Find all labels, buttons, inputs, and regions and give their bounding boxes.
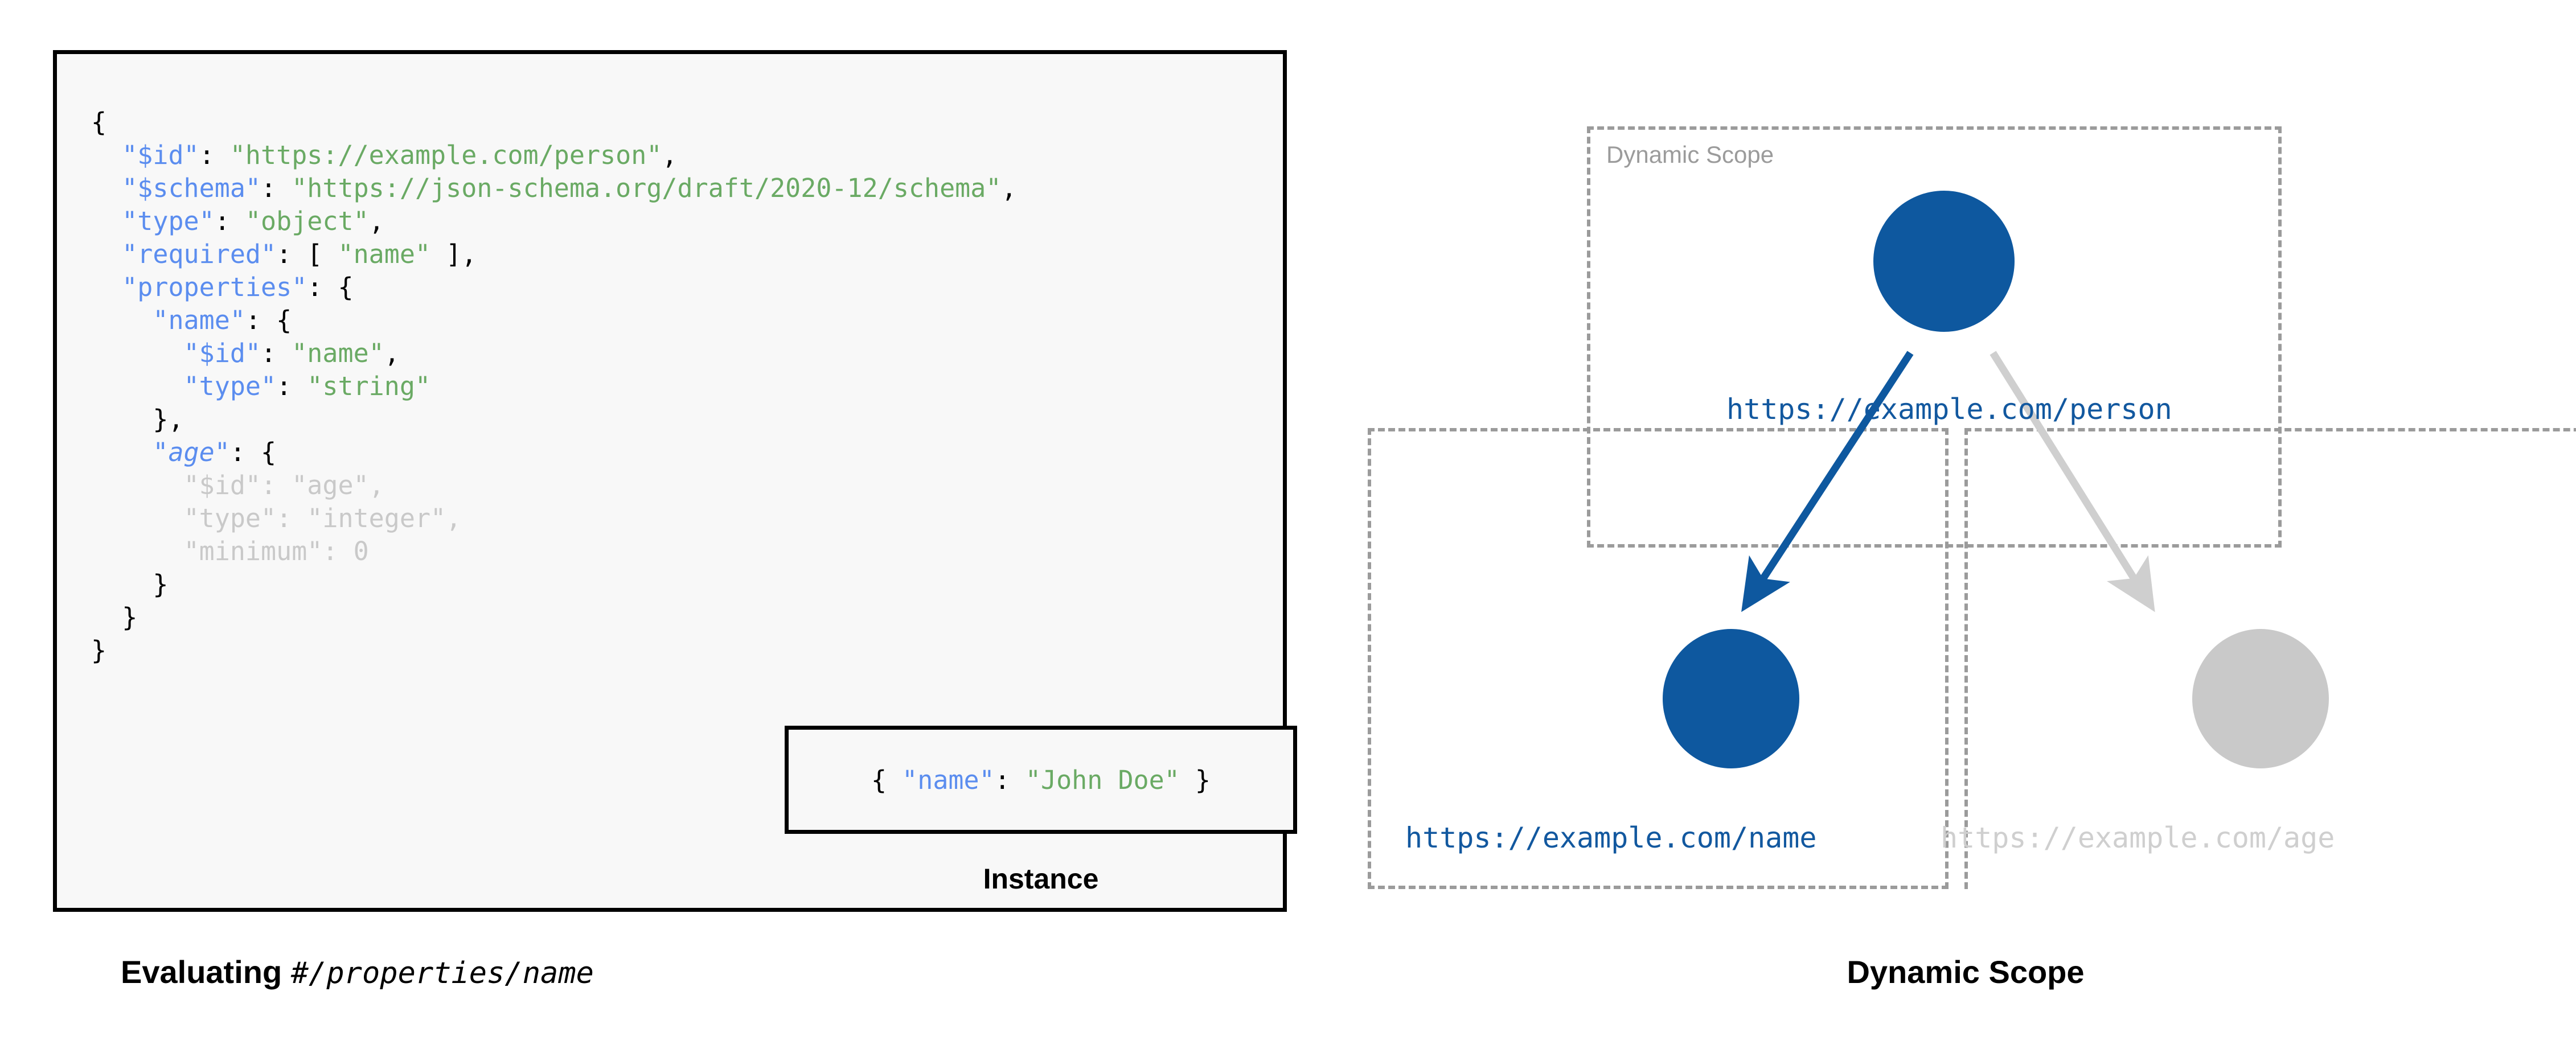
code-token: : xyxy=(261,470,292,500)
right-figure-caption: Dynamic Scope xyxy=(1847,954,2085,990)
code-token: "name" xyxy=(338,239,431,269)
code-token: { xyxy=(91,107,107,137)
code-token: : xyxy=(261,173,292,203)
code-token: : xyxy=(994,764,1026,795)
code-token: { xyxy=(871,764,903,795)
code-token: "required" xyxy=(122,239,277,269)
node-label-age: https://example.com/age xyxy=(1941,821,2335,854)
instance-box: { "name": "John Doe" } xyxy=(785,726,1297,834)
schema-code-panel: { "$id": "https://example.com/person", "… xyxy=(53,50,1297,912)
code-token: , xyxy=(446,503,462,533)
node-age xyxy=(2192,629,2329,768)
code-token: "type" xyxy=(122,206,215,236)
code-token: : { xyxy=(307,272,354,302)
code-token: "name" xyxy=(902,764,995,795)
code-token: , xyxy=(368,206,384,236)
schema-code-text: { "$id": "https://example.com/person", "… xyxy=(91,106,1017,667)
code-token: : [ xyxy=(276,239,338,269)
code-token: "type" xyxy=(183,503,277,533)
code-token: } xyxy=(153,569,169,599)
code-token: "properties" xyxy=(122,272,307,302)
scope-region-age xyxy=(1964,428,2576,889)
code-token: } xyxy=(122,602,138,632)
code-token: : { xyxy=(245,305,292,335)
code-token: : xyxy=(214,206,245,236)
code-token: "name" xyxy=(153,305,245,335)
instance-caption: Instance xyxy=(983,863,1099,895)
code-token: , xyxy=(662,140,678,170)
code-token: : xyxy=(276,371,307,401)
code-token: "name" xyxy=(292,338,384,368)
code-token: "$id" xyxy=(183,338,261,368)
instance-code-text: { "name": "John Doe" } xyxy=(871,765,1211,795)
code-token: ], xyxy=(430,239,477,269)
node-label-name: https://example.com/name xyxy=(1405,821,1817,854)
code-token: "$id" xyxy=(122,140,199,170)
code-token: "$schema" xyxy=(122,173,261,203)
code-token: "https://example.com/person" xyxy=(229,140,662,170)
code-token: : xyxy=(199,140,230,170)
node-person xyxy=(1873,191,2015,332)
code-token: "age" xyxy=(153,437,230,467)
code-token: : xyxy=(276,503,307,533)
code-token: , xyxy=(384,338,400,368)
code-token: "string" xyxy=(307,371,431,401)
code-token: } xyxy=(1179,764,1211,795)
left-figure-caption: Evaluating #/properties/name xyxy=(121,953,594,990)
code-token: "type" xyxy=(183,371,277,401)
code-token: "$id" xyxy=(183,470,261,500)
code-token: }, xyxy=(153,404,184,434)
code-token: 0 xyxy=(353,536,369,566)
node-name xyxy=(1663,629,1799,768)
code-token: "integer" xyxy=(307,503,446,533)
code-token: "age" xyxy=(292,470,369,500)
left-caption-prefix: Evaluating xyxy=(121,954,291,990)
code-token: : xyxy=(261,338,292,368)
code-token: "John Doe" xyxy=(1025,764,1180,795)
dynamic-scope-diagram: Dynamic Scope https://example.com/person… xyxy=(1355,102,2576,928)
code-token: , xyxy=(1001,173,1017,203)
scope-region-person xyxy=(1587,126,2282,548)
node-label-person: https://example.com/person xyxy=(1726,393,2172,426)
scope-region-label: Dynamic Scope xyxy=(1606,141,1774,168)
code-token: "minimum" xyxy=(183,536,323,566)
code-token: "object" xyxy=(245,206,369,236)
code-token: : xyxy=(322,536,354,566)
code-token: "https://json-schema.org/draft/2020-12/s… xyxy=(292,173,1002,203)
left-caption-pointer: #/properties/name xyxy=(290,956,594,990)
code-token: } xyxy=(91,635,107,665)
code-token: , xyxy=(368,470,384,500)
scope-region-name xyxy=(1368,428,1949,889)
code-token: : { xyxy=(229,437,277,467)
